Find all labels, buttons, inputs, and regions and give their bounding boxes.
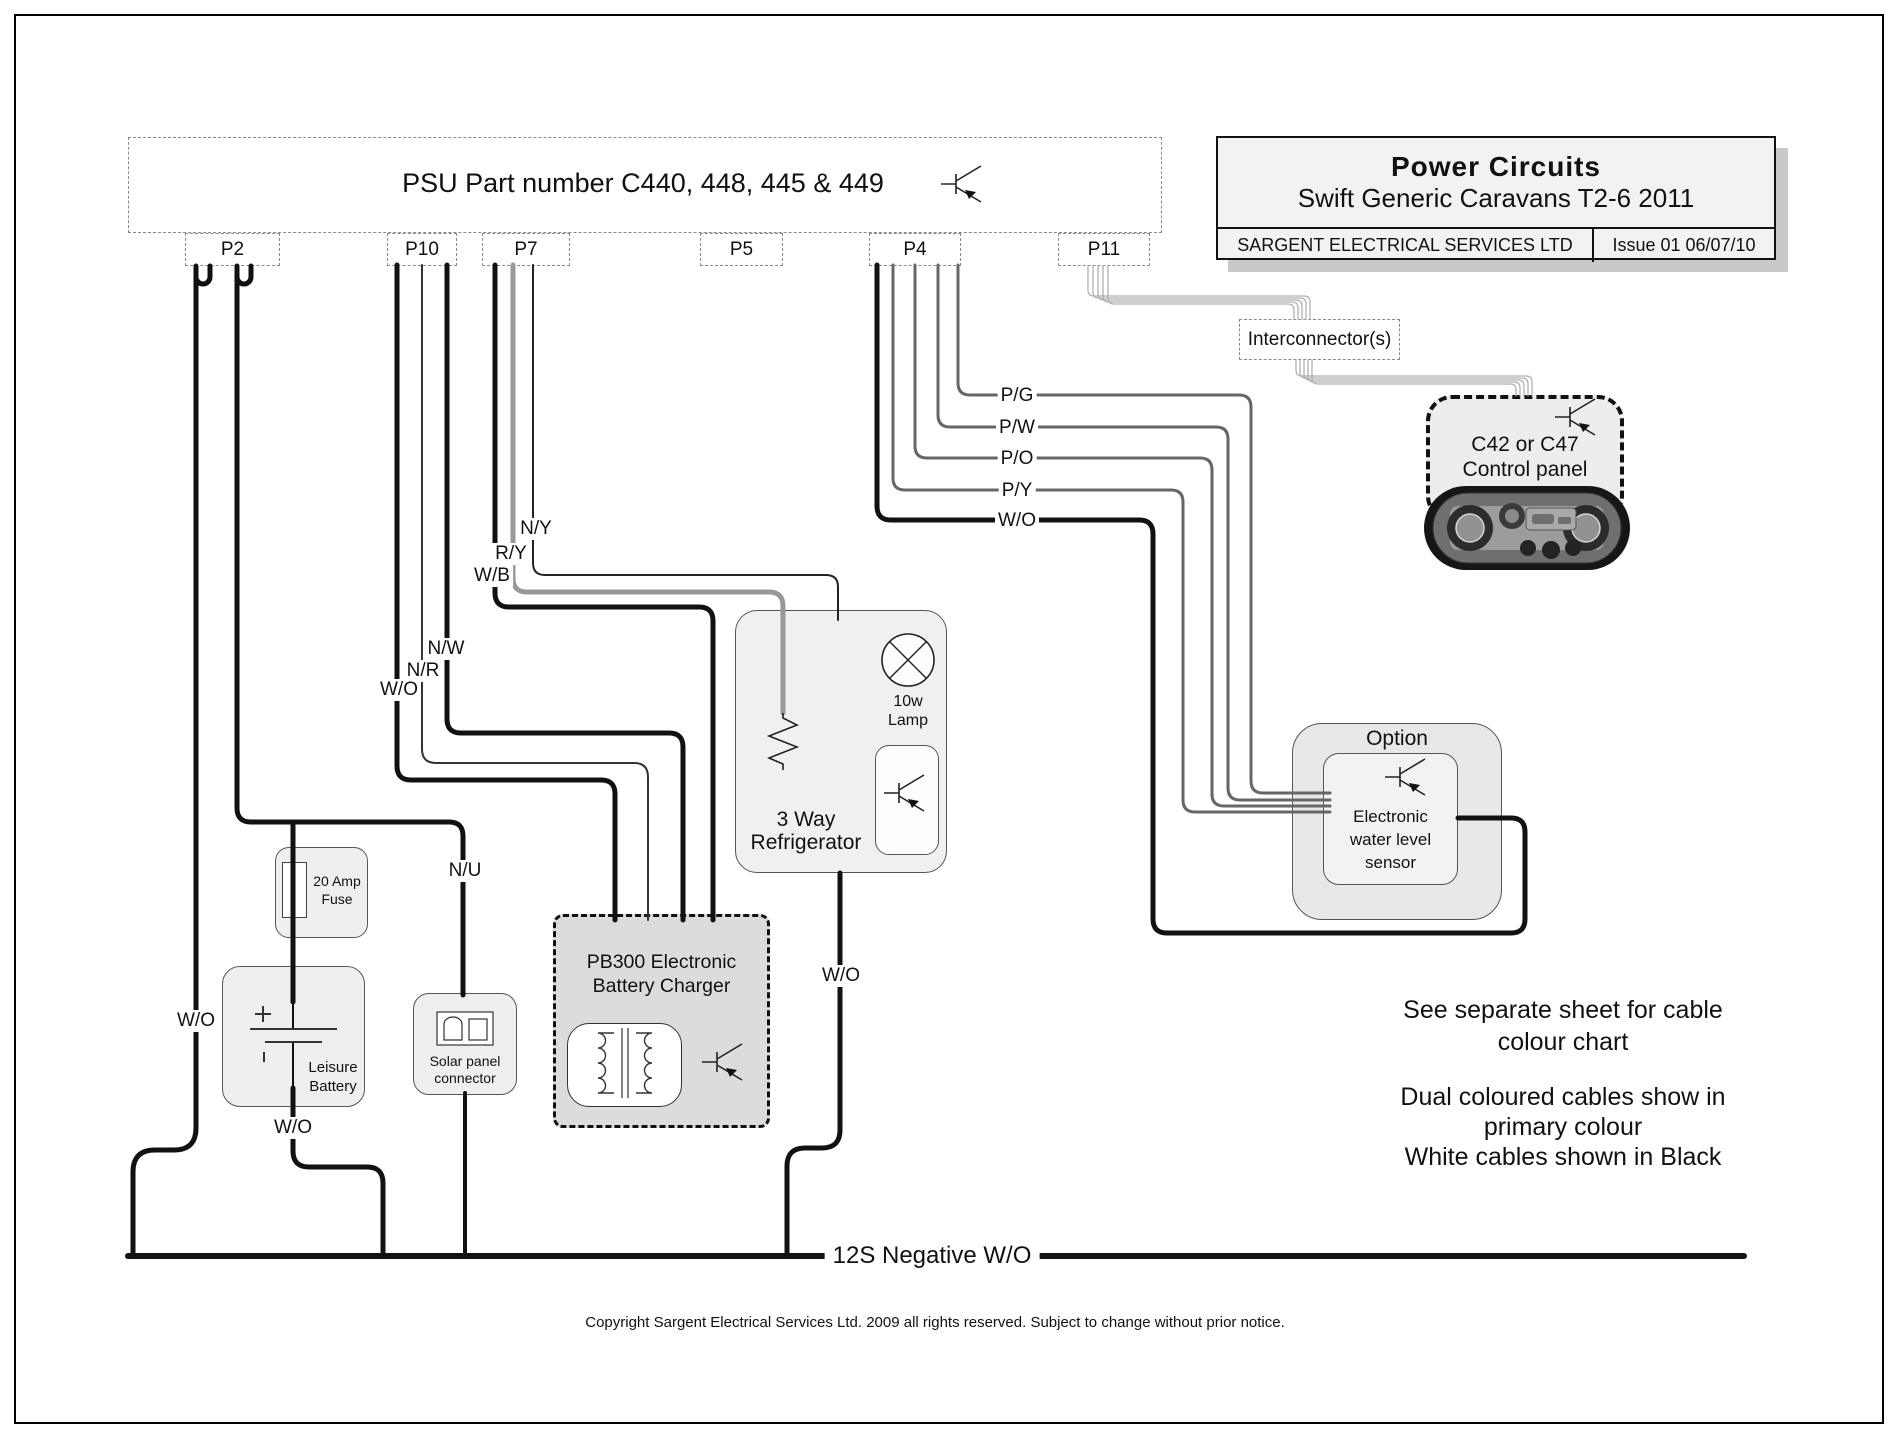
charger-label: PB300 Electronic Battery Charger [586, 951, 737, 997]
psu-box [128, 137, 1162, 233]
control-panel-line2: Control panel [1462, 458, 1588, 481]
interconnector-box: Interconnector(s) [1239, 319, 1400, 360]
connector-p5-label: P5 [729, 238, 754, 260]
connector-p10-label: P10 [405, 238, 439, 260]
fridge-label: 3 Way Refrigerator [750, 808, 862, 854]
water-sensor-label: Electronic water level sensor [1349, 807, 1432, 872]
page-border [14, 14, 1884, 1424]
lamp-label: 10w Lamp [887, 693, 929, 729]
battery-label: Leisure Battery [308, 1059, 358, 1095]
connector-p4: P4 [869, 233, 961, 266]
fuse-cartridge-icon [282, 862, 307, 918]
connector-p7-label: P7 [514, 238, 538, 260]
connector-p4-label: P4 [903, 238, 927, 260]
title-block-issue: Issue 01 06/07/10 [1612, 235, 1756, 255]
control-panel-label: C42 or C47 Control panel [1426, 432, 1624, 482]
copyright-text: Copyright Sargent Electrical Services Lt… [585, 1314, 1285, 1331]
title-block-company: SARGENT ELECTRICAL SERVICES LTD [1237, 235, 1573, 255]
fuse-label: 20 Amp Fuse [313, 873, 361, 907]
note-cable-chart: See separate sheet for cable colour char… [1403, 996, 1723, 1056]
connector-p2-label: P2 [220, 238, 245, 260]
solar-label: Solar panel connector [429, 1053, 501, 1086]
connector-p5: P5 [700, 233, 783, 266]
title-block-subtitle: Swift Generic Caravans T2-6 2011 [1297, 183, 1695, 213]
interconnector-label: Interconnector(s) [1247, 328, 1392, 350]
option-label: Option [1366, 727, 1428, 750]
connector-p11-label: P11 [1087, 238, 1121, 260]
note-dual-colour: Dual coloured cables show in primary col… [1400, 1083, 1726, 1171]
title-block-title: Power Circuits [1390, 151, 1602, 182]
control-panel-line1: C42 or C47 [1471, 433, 1579, 456]
connector-p10: P10 [387, 233, 457, 266]
fridge-switch-box [875, 745, 939, 855]
connector-p2: P2 [185, 233, 280, 266]
connector-p11: P11 [1058, 233, 1150, 266]
connector-p7: P7 [482, 233, 570, 266]
transformer-coils-icon [567, 1023, 682, 1107]
psu-title: PSU Part number C440, 448, 445 & 449 [402, 168, 884, 198]
title-block: Power Circuits Swift Generic Caravans T2… [1216, 136, 1776, 262]
